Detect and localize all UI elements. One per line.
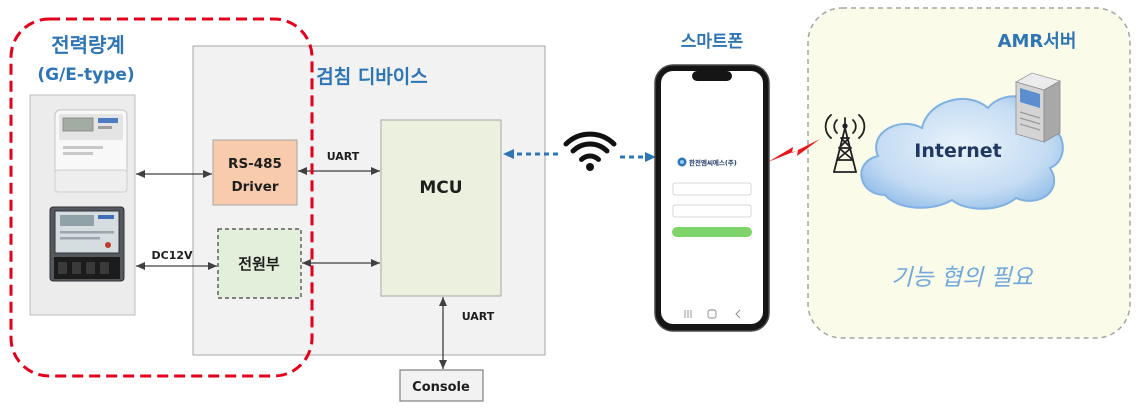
mcu-block: MCU xyxy=(380,119,502,297)
phone-nav-back-icon xyxy=(735,309,741,319)
meter-group-title: 전력량계 xyxy=(51,33,125,57)
wired-links: UART DC12V UART xyxy=(136,150,495,369)
app-password-field xyxy=(672,204,752,218)
rs485-driver-box xyxy=(212,139,298,206)
phone-nav-home-icon xyxy=(707,309,717,319)
internet-label: Internet xyxy=(914,140,1001,162)
meter-badge xyxy=(98,118,118,123)
tower-wave-right xyxy=(852,114,866,139)
meter-marking xyxy=(60,237,100,240)
meter-boundary xyxy=(9,17,314,378)
mcu-console-label: UART xyxy=(462,310,495,323)
electric-meter-icon xyxy=(49,206,125,282)
meter-led xyxy=(105,242,111,248)
app-logo-mark-inner xyxy=(680,160,684,164)
app-brand: 한전엠씨에스(주) xyxy=(689,158,737,167)
amr-server-title: AMR서버 xyxy=(998,31,1077,52)
power-unit-box xyxy=(217,228,302,299)
wireless-link xyxy=(503,131,656,171)
server-side-face xyxy=(1043,80,1061,143)
server-panel xyxy=(1020,88,1040,108)
meter-reading-device: 검침 디바이스 RS-485 Driver 전원부 MCU xyxy=(192,45,546,356)
tower-legs xyxy=(833,127,857,173)
console-box xyxy=(399,369,484,402)
tower-wave-left xyxy=(824,114,838,139)
phone-screen xyxy=(661,71,763,324)
server-slot xyxy=(1019,111,1041,119)
app-login-button xyxy=(672,227,752,237)
meter-marking xyxy=(63,146,103,149)
feasibility-note: 기능 협의 필요 xyxy=(891,265,1033,291)
meter-marking xyxy=(60,231,114,234)
electric-meter-icon xyxy=(54,109,128,193)
smartphone-icon: 한전엠씨에스(주) xyxy=(654,64,770,332)
meter-terminal xyxy=(86,262,95,274)
rs485-mcu-label: UART xyxy=(327,150,360,163)
meter-badge xyxy=(98,215,114,219)
wifi-arc-middle xyxy=(570,141,610,154)
wifi-icon xyxy=(563,131,617,171)
amr-server-zone: AMR서버 Internet 기능 협의 필요 xyxy=(807,7,1131,339)
power-unit-label: 전원부 xyxy=(238,255,280,273)
device-title: 검침 디바이스 xyxy=(316,66,428,88)
meter-group: 전력량계 (G/E-type) xyxy=(29,33,136,316)
server-slot xyxy=(1019,123,1041,131)
tower-antenna xyxy=(842,123,848,129)
wifi-arc-outer xyxy=(563,131,617,147)
meter-marking xyxy=(98,126,112,129)
meter-display xyxy=(60,215,94,226)
phone-notch xyxy=(692,71,732,81)
lightning-icon xyxy=(768,139,820,162)
meter-group-subtitle: (G/E-type) xyxy=(37,65,134,85)
console-block: Console xyxy=(399,369,484,402)
cell-tower-icon xyxy=(824,114,866,173)
meter-terminal-cover xyxy=(54,169,128,193)
wifi-arc-inner xyxy=(579,153,601,162)
meter-terminal xyxy=(100,262,109,274)
rs485-driver-block: RS-485 Driver xyxy=(212,139,298,206)
tower-bracing xyxy=(833,137,857,173)
rs485-label: RS-485 xyxy=(228,156,282,172)
meter-marking xyxy=(63,152,93,155)
driver-label: Driver xyxy=(231,179,278,195)
meter-terminal xyxy=(72,262,81,274)
power-unit-block: 전원부 xyxy=(217,228,302,299)
smartphone-group: 스마트폰 한전엠씨에스(주) xyxy=(654,32,770,332)
app-id-field xyxy=(672,182,752,196)
server-icon xyxy=(1014,72,1062,143)
wifi-dot xyxy=(586,163,594,171)
smartphone-title: 스마트폰 xyxy=(681,32,744,52)
mcu-box xyxy=(380,119,502,297)
meter-power-label: DC12V xyxy=(151,249,193,262)
console-label: Console xyxy=(412,380,470,395)
app-logo: 한전엠씨에스(주) xyxy=(677,157,737,167)
server-slot xyxy=(1019,117,1041,125)
mcu-label: MCU xyxy=(419,178,462,198)
meter-terminal xyxy=(58,262,67,274)
phone-nav-recent-icon xyxy=(684,310,692,318)
meter-display xyxy=(62,117,94,132)
